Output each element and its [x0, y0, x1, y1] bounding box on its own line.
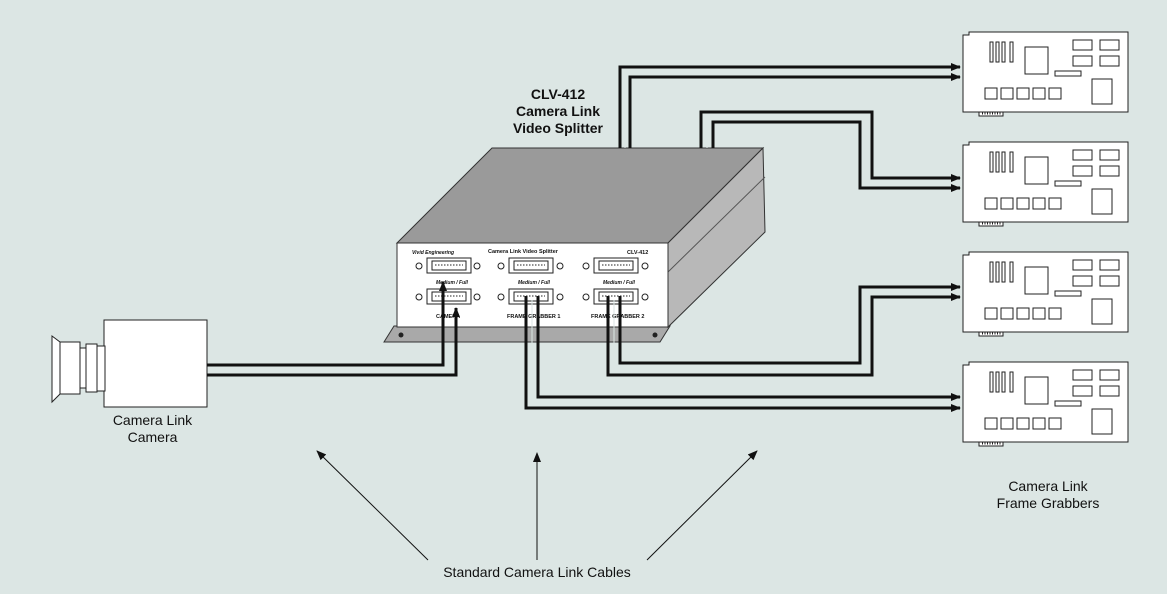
callout-arrow-right	[646, 450, 758, 561]
connector-label-3: Medium / Full	[603, 280, 636, 286]
panel-brand-text: Vivid Engineering	[412, 250, 454, 256]
connector-camera-icon	[415, 288, 481, 305]
port-label-fg1: FRAME GRABBER 1	[507, 314, 560, 320]
connector-fg2-icon	[582, 288, 649, 305]
cable-card4-a	[536, 296, 961, 401]
splitter-title-line3: Video Splitter	[513, 120, 603, 136]
cable-card3-a	[618, 283, 961, 365]
camera-label-line1: Camera Link	[112, 412, 193, 428]
frame-grabber-card-1-icon	[962, 31, 1129, 117]
callout-arrow-left	[316, 450, 429, 561]
panel-model-text: CLV-412	[627, 250, 648, 256]
cables-group	[207, 63, 961, 412]
frame-grabbers-label-line2: Frame Grabbers	[996, 495, 1100, 511]
camera-label-line2: Camera	[127, 429, 178, 445]
cable-card1-b	[628, 73, 961, 148]
connector-fg1-icon	[497, 288, 564, 305]
splitter-title-line2: Camera Link	[515, 103, 601, 119]
frame-grabber-card-4-icon	[962, 361, 1129, 447]
clv-412-splitter-device: Vivid Engineering Camera Link Video Spli…	[383, 146, 766, 343]
splitter-title-line1: CLV-412	[530, 86, 586, 102]
cable-card2-b	[711, 120, 961, 192]
frame-grabber-card-2-icon	[962, 141, 1129, 227]
cable-card1-a	[618, 63, 961, 148]
cables-label: Standard Camera Link Cables	[443, 564, 631, 580]
connector-top-2-icon	[497, 257, 564, 274]
connector-label-2: Medium / Full	[518, 280, 551, 286]
cable-callout-arrows	[316, 450, 758, 561]
camera-link-camera-icon	[51, 319, 208, 408]
port-label-camera: CAMERA	[436, 314, 460, 320]
port-label-fg2: FRAME GRABBER 2	[591, 314, 644, 320]
camera-label: Camera Link Camera	[90, 412, 215, 446]
frame-grabber-card-3-icon	[962, 251, 1129, 337]
frame-grabbers-label: Camera Link Frame Grabbers	[978, 478, 1118, 512]
cable-highlights	[208, 71, 950, 403]
frame-grabbers-label-line1: Camera Link	[1008, 478, 1088, 494]
connector-top-3-icon	[582, 257, 649, 274]
connector-top-1-icon	[415, 257, 481, 274]
cable-card3-b	[606, 293, 961, 377]
connector-label-1: Medium / Full	[436, 280, 469, 286]
cable-camera-b	[207, 307, 460, 377]
cable-card2-a	[699, 110, 961, 182]
panel-name-text: Camera Link Video Splitter	[488, 249, 559, 255]
cable-card4-b	[524, 296, 961, 412]
splitter-title: CLV-412 Camera Link Video Splitter	[488, 86, 628, 137]
cable-camera-a	[207, 281, 447, 367]
